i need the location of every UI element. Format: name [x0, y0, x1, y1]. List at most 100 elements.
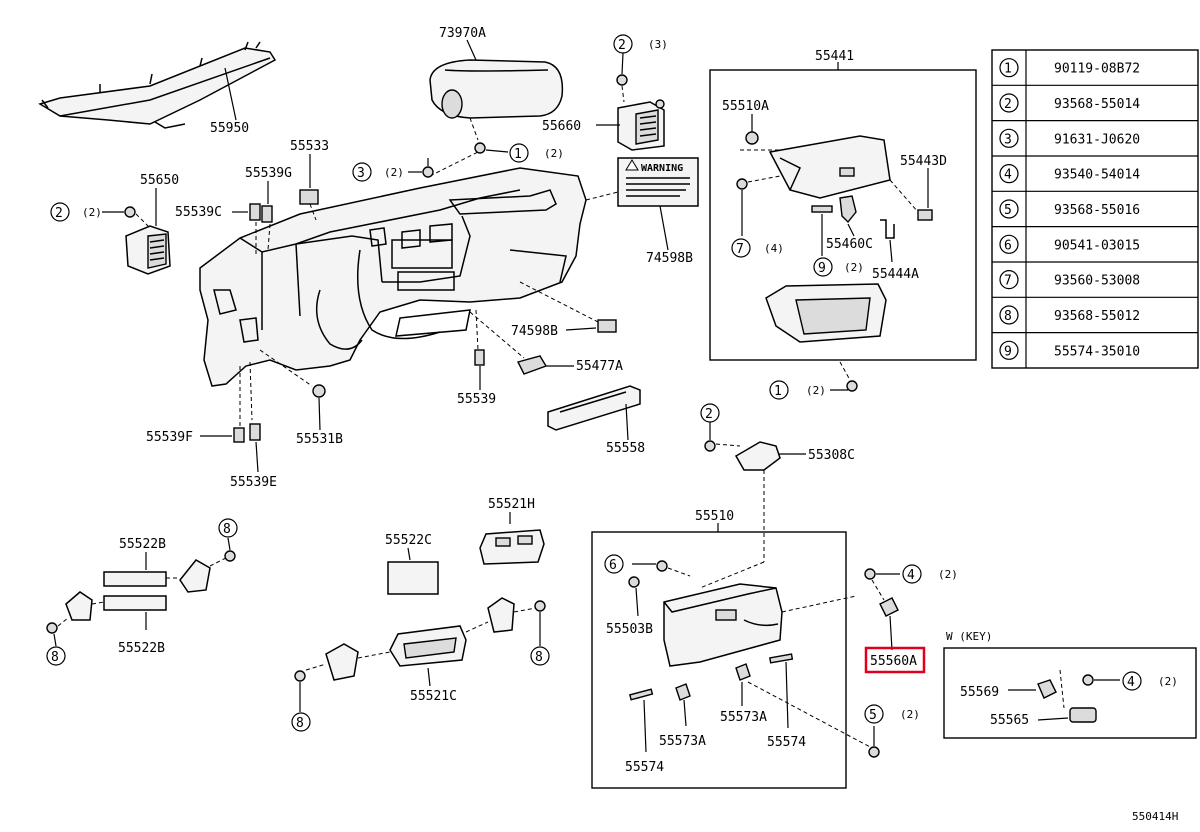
svg-text:4: 4	[907, 568, 915, 583]
part-55522B-icon	[103, 595, 167, 611]
legend-part-number: 90119-08B72	[1054, 62, 1140, 77]
part-55510-drawing	[663, 583, 783, 667]
screw-icon	[616, 74, 628, 86]
callout-8-d: 8	[291, 712, 311, 732]
box-55441	[709, 69, 977, 361]
label-55660: 55660	[542, 119, 581, 134]
part-55539E-icon	[249, 423, 261, 441]
label-55308C: 55308C	[808, 448, 855, 463]
svg-text:(4): (4)	[764, 242, 784, 255]
label-55441: 55441	[815, 49, 854, 64]
svg-text:6: 6	[609, 558, 617, 573]
callout-9: 9 (2)	[813, 257, 864, 277]
screw-icon	[736, 178, 748, 190]
screw-icon	[1082, 674, 1094, 686]
svg-text:2: 2	[705, 407, 713, 422]
screw-icon	[294, 670, 306, 682]
part-55574-icon	[769, 653, 794, 664]
label-55539E: 55539E	[230, 475, 277, 490]
callout-2-left: 2 (2)	[50, 202, 124, 222]
label-55531B: 55531B	[296, 432, 343, 447]
callout-5: 5 (2)	[864, 704, 920, 724]
legend-num-circle	[999, 199, 1019, 219]
legend-num: 9	[1004, 344, 1012, 359]
part-55444A-icon	[880, 219, 895, 239]
label-55539F: 55539F	[146, 430, 193, 445]
svg-text:2: 2	[618, 38, 626, 53]
screw-icon	[46, 622, 58, 634]
legend-num: 3	[1004, 132, 1012, 147]
svg-text:(2): (2)	[844, 261, 864, 274]
legend-num-circle	[999, 164, 1019, 184]
part-55573A-icon	[675, 683, 691, 701]
legend-part-number: 91631-J0620	[1054, 132, 1140, 147]
bolt-icon	[846, 380, 858, 392]
label-55574-right: 55574	[767, 735, 806, 750]
part-55950-drawing	[38, 41, 277, 129]
label-55510: 55510	[695, 509, 734, 524]
legend-num: 2	[1004, 97, 1012, 112]
bracket-icon	[65, 591, 93, 621]
svg-text:1: 1	[774, 384, 782, 399]
label-55477A: 55477A	[576, 359, 623, 374]
legend-num-circle	[999, 128, 1019, 148]
label-55444A: 55444A	[872, 267, 919, 282]
svg-text:8: 8	[223, 522, 231, 537]
svg-text:8: 8	[51, 650, 59, 665]
svg-text:3: 3	[357, 166, 365, 181]
legend-num-circle	[999, 305, 1019, 325]
part-55308C-icon	[734, 441, 781, 471]
legend-num: 1	[1004, 62, 1012, 77]
svg-text:1: 1	[514, 147, 522, 162]
part-55660-drawing	[617, 99, 665, 151]
part-55441-door-drawing	[768, 135, 891, 199]
box-55510	[591, 531, 847, 789]
label-wkey: W (KEY)	[946, 630, 992, 643]
label-55539: 55539	[457, 392, 496, 407]
label-55950: 55950	[210, 121, 249, 136]
callout-4-a: 4 (2)	[902, 564, 958, 584]
legend-part-number: 93568-55012	[1054, 309, 1140, 324]
svg-text:8: 8	[535, 650, 543, 665]
svg-text:(2): (2)	[938, 568, 958, 581]
instrument-panel-drawing	[199, 167, 587, 387]
screw-icon	[704, 440, 716, 452]
leader-73970A	[466, 39, 477, 61]
part-55531B-icon	[312, 384, 326, 398]
part-55443D-icon	[917, 209, 933, 221]
label-55560A[interactable]: 55560A	[870, 654, 917, 669]
label-55460C: 55460C	[826, 237, 873, 252]
svg-text:9: 9	[818, 261, 826, 276]
part-55558-drawing	[547, 385, 641, 431]
highlight-box-55560A[interactable]	[864, 646, 926, 674]
part-55521H-icon	[479, 529, 545, 565]
svg-text:(2): (2)	[384, 166, 404, 179]
label-55503B: 55503B	[606, 622, 653, 637]
label-73970A: 73970A	[439, 26, 486, 41]
part-55574-icon	[811, 205, 833, 213]
label-55574-left: 55574	[625, 760, 664, 775]
drawing-code: 550414H	[1132, 810, 1178, 823]
part-55560A-icon	[879, 597, 899, 617]
screw-icon	[534, 600, 546, 612]
part-55650-drawing	[125, 225, 171, 275]
label-55510A: 55510A	[722, 99, 769, 114]
label-55573A-right: 55573A	[720, 710, 767, 725]
part-55539-icon	[474, 349, 485, 366]
part-55441-box-drawing	[765, 283, 887, 343]
label-55573A-left: 55573A	[659, 734, 706, 749]
legend-num-circle	[999, 234, 1019, 254]
label-55539C: 55539C	[175, 205, 222, 220]
callout-1-mid: 1 (2)	[769, 380, 826, 400]
part-55522C-icon	[387, 561, 439, 595]
legend-num: 4	[1004, 168, 1012, 183]
legend-part-number: 93560-53008	[1054, 274, 1140, 289]
label-55522B-bottom: 55522B	[118, 641, 165, 656]
clip-icon	[745, 131, 759, 145]
part-55574-icon	[628, 688, 654, 701]
leader-55950	[224, 67, 237, 121]
label-74598B-lower: 74598B	[511, 324, 558, 339]
screw-icon	[124, 206, 136, 218]
